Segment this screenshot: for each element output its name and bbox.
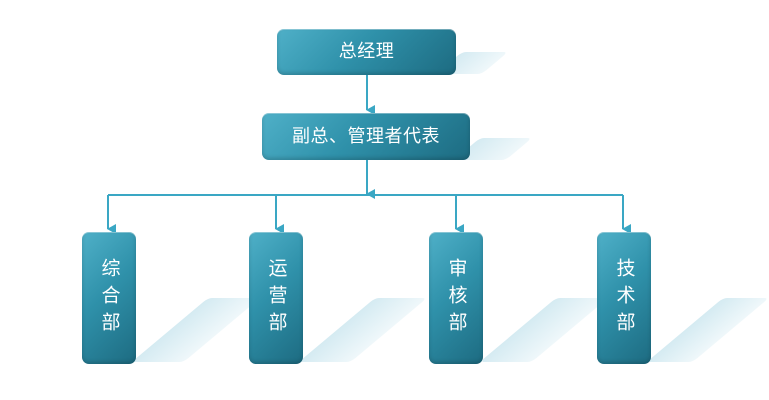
department-label: 审核部 (445, 257, 468, 339)
department-label: 运营部 (265, 257, 288, 339)
general-manager-label: 总经理 (338, 41, 395, 62)
department-box-comprehensive[interactable]: 综合部 (82, 232, 136, 364)
department-label: 综合部 (98, 257, 121, 339)
department-label: 技术部 (613, 257, 636, 339)
department-box-operations[interactable]: 运营部 (249, 232, 303, 364)
deputy-manager-label: 副总、管理者代表 (292, 125, 440, 147)
deputy-manager-box[interactable]: 副总、管理者代表 (262, 113, 470, 160)
general-manager-box[interactable]: 总经理 (277, 29, 456, 75)
department-box-audit[interactable]: 审核部 (429, 232, 483, 364)
department-box-technology[interactable]: 技术部 (597, 232, 651, 364)
